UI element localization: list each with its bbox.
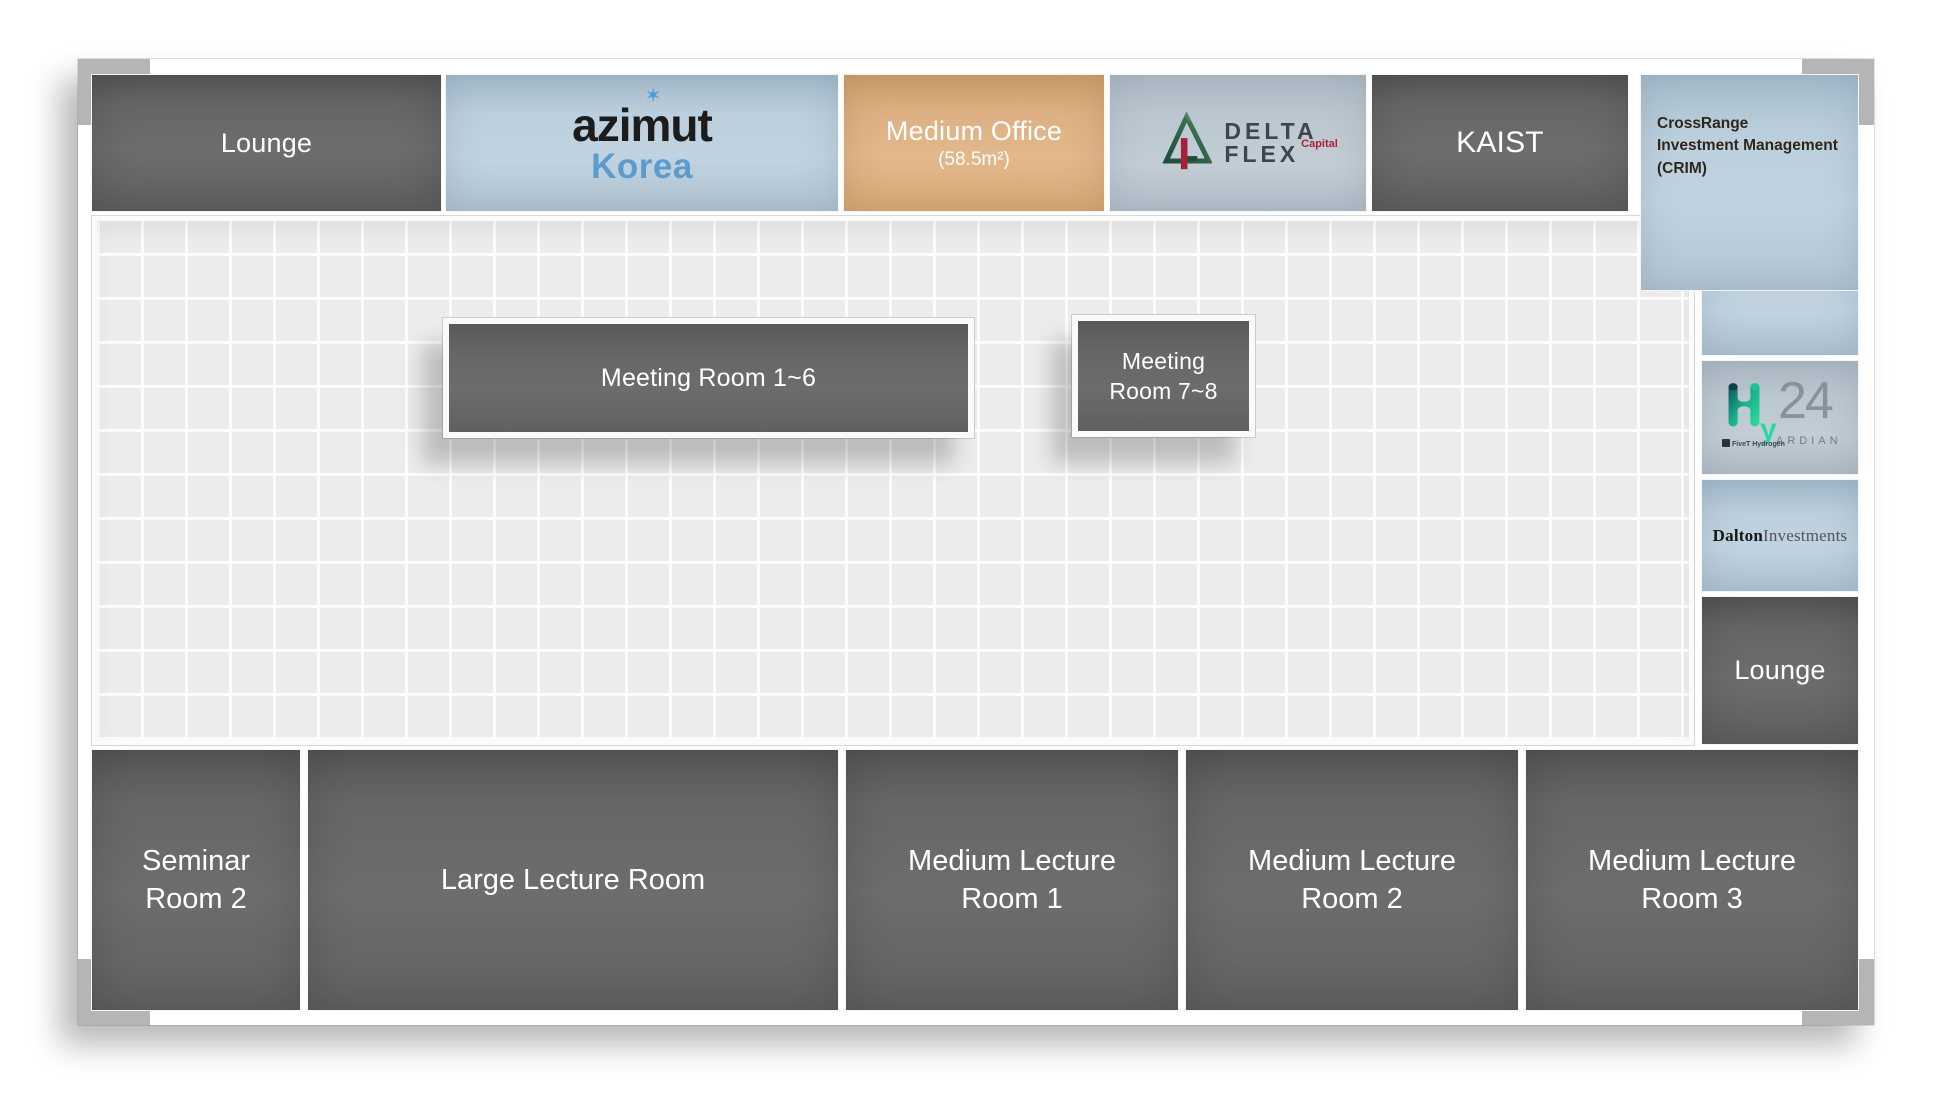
- delta-flex-triangle-icon: [1162, 112, 1213, 170]
- badge-text: FiveT Hydrogen: [1732, 441, 1785, 448]
- azimut-korea-word: Korea: [591, 146, 693, 186]
- meeting-room-1-6: Meeting Room 1~6: [443, 318, 974, 438]
- room-label: Meeting Room 1~6: [600, 363, 817, 392]
- room-area: (58.5m²): [938, 148, 1010, 170]
- room-label: Medium Lecture Room 3: [1588, 844, 1796, 915]
- ardian-wordmark: ARDIAN: [1776, 435, 1842, 447]
- fivet-hydrogen-badge: FiveT Hydrogen: [1722, 439, 1785, 448]
- room-label: Large Lecture Room: [440, 863, 706, 896]
- delta-word: DELTA: [1224, 118, 1318, 144]
- azimut-star-icon: ✶: [644, 84, 662, 107]
- azimut-word: azimut: [572, 98, 713, 151]
- room-label: Medium Office: [885, 115, 1063, 146]
- investments-word: Investments: [1762, 525, 1848, 545]
- floor-plan-card: Lounge azimut ✶ Korea Medium Office (58.…: [78, 59, 1874, 1025]
- room-lounge-top: Lounge: [92, 75, 441, 211]
- delta-flex-logo: DELTA FLEX Capital: [1158, 112, 1338, 174]
- room-medium-lecture-3: Medium Lecture Room 3: [1526, 750, 1858, 1010]
- room-dalton-investments: DaltonInvestments: [1702, 480, 1858, 591]
- azimut-wordmark: azimut ✶: [572, 85, 713, 151]
- room-medium-lecture-2: Medium Lecture Room 2: [1186, 750, 1518, 1010]
- hy24-logo: y 24 ARDIAN FiveT Hydrogen: [1702, 361, 1858, 474]
- room-label: Seminar Room 2: [142, 844, 250, 915]
- room-label: Lounge: [1734, 655, 1826, 685]
- room-seminar-2: Seminar Room 2: [92, 750, 300, 1010]
- room-hy24-ardian: y 24 ARDIAN FiveT Hydrogen: [1702, 361, 1858, 474]
- room-medium-office: Medium Office (58.5m²): [844, 75, 1104, 211]
- flex-word: FLEX Capital: [1224, 139, 1337, 167]
- flex-text: FLEX: [1224, 141, 1300, 167]
- room-label: KAIST: [1456, 126, 1544, 159]
- room-large-lecture: Large Lecture Room: [308, 750, 838, 1010]
- dalton-word: Dalton: [1712, 525, 1763, 545]
- room-azimut-korea: azimut ✶ Korea: [446, 75, 838, 211]
- hy24-h-icon: [1728, 383, 1760, 427]
- hy24-number: 24: [1778, 372, 1834, 430]
- room-kaist: KAIST: [1372, 75, 1628, 211]
- room-crim: CrossRange Investment Management (CRIM): [1641, 75, 1858, 290]
- room-label: Meeting Room 7~8: [1109, 347, 1218, 404]
- room-lounge-right: Lounge: [1702, 597, 1858, 744]
- meeting-room-7-8: Meeting Room 7~8: [1072, 315, 1255, 437]
- capital-word: Capital: [1301, 138, 1338, 150]
- corridor-floor: [92, 216, 1694, 745]
- room-medium-lecture-1: Medium Lecture Room 1: [846, 750, 1178, 1010]
- crim-label: CrossRange Investment Management (CRIM): [1657, 115, 1838, 177]
- hy24-y: y: [1760, 413, 1777, 446]
- badge-icon: [1722, 439, 1730, 447]
- room-label: Medium Lecture Room 1: [908, 844, 1116, 915]
- dalton-logo: DaltonInvestments: [1713, 526, 1848, 546]
- azimut-logo: azimut ✶ Korea: [572, 85, 713, 186]
- room-label: Lounge: [220, 127, 313, 158]
- room-delta-flex: DELTA FLEX Capital: [1110, 75, 1366, 211]
- room-label: Medium Lecture Room 2: [1248, 844, 1456, 915]
